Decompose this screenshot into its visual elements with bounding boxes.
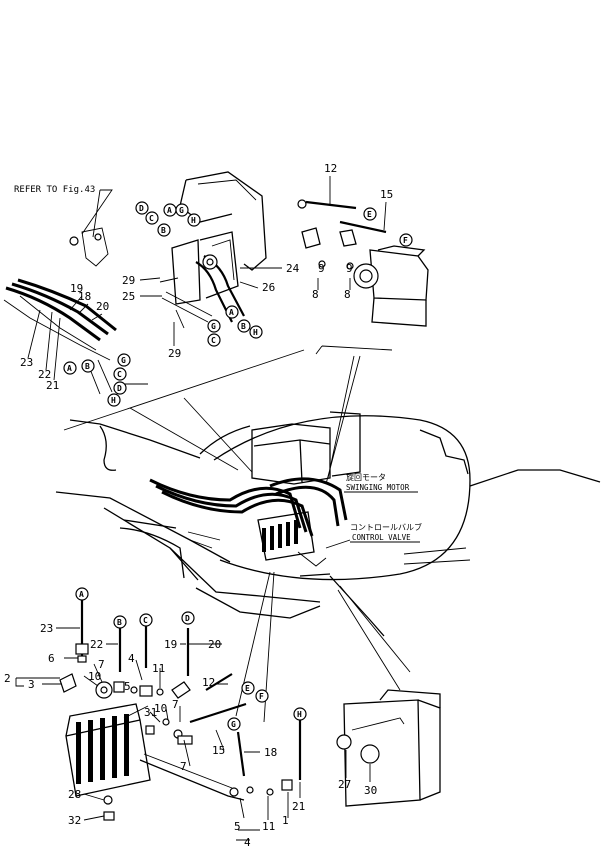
- callout-9-a: 9: [318, 262, 325, 275]
- svg-text:A: A: [229, 308, 234, 317]
- circle-h-lower: H: [297, 710, 302, 719]
- circle-d-lower: D: [185, 614, 190, 623]
- circle-b-lower: B: [117, 618, 122, 627]
- svg-text:H: H: [253, 328, 258, 337]
- callout-7-a: 7: [98, 658, 105, 671]
- callout-18-ul: 18: [78, 290, 91, 303]
- callout-10-b: 10: [154, 702, 167, 715]
- ul-circles: A B C G D H: [63, 353, 131, 407]
- callout-24: 24: [286, 262, 300, 275]
- svg-text:D: D: [139, 204, 144, 213]
- callout-23-ul: 23: [20, 356, 33, 369]
- callout-22-ul: 22: [38, 368, 51, 381]
- callout-20-ul: 20: [96, 300, 109, 313]
- callout-7-c: 7: [180, 760, 187, 773]
- circle-e-lower: E: [245, 684, 250, 693]
- callout-1: 1: [282, 814, 289, 827]
- lower-circles: A B C D E F G H: [75, 587, 307, 731]
- upper-mid-assembly: [159, 171, 282, 329]
- callout-29-bottom: 29: [168, 347, 181, 360]
- callout-15-top: 15: [380, 188, 393, 201]
- callout-3: 3: [28, 678, 35, 691]
- callout-8-b: 8: [344, 288, 351, 301]
- control-valve-en: CONTROL VALVE: [352, 533, 411, 542]
- um-circles: D C A G H B G A C B H: [135, 201, 263, 347]
- callout-29-top: 29: [122, 274, 135, 287]
- callout-5-a: 5: [124, 680, 131, 693]
- callout-11-b: 11: [262, 820, 275, 833]
- callout-22: 22: [90, 638, 103, 651]
- circle-g-ul: G: [121, 356, 126, 365]
- svg-text:E: E: [367, 210, 372, 219]
- svg-text:A: A: [167, 206, 172, 215]
- svg-text:G: G: [211, 322, 216, 331]
- ul-leaders: [27, 295, 103, 381]
- svg-text:C: C: [211, 336, 216, 345]
- callout-4-a: 4: [128, 652, 135, 665]
- ur-leaders: [317, 176, 387, 290]
- callout-2: 2: [4, 672, 11, 685]
- valve-underline: [325, 539, 420, 549]
- machine-body: [55, 345, 601, 637]
- svg-text:G: G: [179, 206, 184, 215]
- control-valve-jp: コントロールバルブ: [350, 522, 422, 532]
- svg-text:C: C: [149, 214, 154, 223]
- svg-text:B: B: [241, 322, 246, 331]
- callout-23: 23: [40, 622, 53, 635]
- callout-15: 15: [212, 744, 225, 757]
- callout-28: 28: [68, 788, 81, 801]
- callout-11-a: 11: [152, 662, 165, 675]
- refer-leader: [81, 189, 113, 238]
- swing-motor-jp: 旋回モータ: [346, 472, 386, 482]
- lower-parts: [59, 600, 441, 821]
- svg-text:H: H: [191, 216, 196, 225]
- svg-text:B: B: [161, 226, 166, 235]
- circle-b-ul: B: [85, 362, 90, 371]
- callout-21-ul: 21: [46, 379, 59, 392]
- callout-21: 21: [292, 800, 305, 813]
- callout-5-b: 5: [234, 820, 241, 833]
- callout-30: 30: [364, 784, 377, 797]
- callout-4-b: 4: [244, 836, 251, 848]
- callout-8-a: 8: [312, 288, 319, 301]
- circle-c-ul: C: [117, 370, 122, 379]
- circle-d-ul: D: [117, 384, 122, 393]
- um-leaders: [139, 277, 259, 346]
- callout-19-ul: 19: [70, 282, 83, 295]
- callout-27: 27: [338, 778, 351, 791]
- callout-26: 26: [262, 281, 275, 294]
- callout-12-top: 12: [324, 162, 337, 175]
- circle-c-lower: C: [143, 616, 148, 625]
- upper-right-motor: [297, 199, 429, 327]
- callout-7-b: 7: [172, 698, 179, 711]
- svg-text:F: F: [403, 236, 408, 245]
- callout-32: 32: [68, 814, 81, 827]
- right-cone: [337, 585, 411, 691]
- swing-motor-en: SWINGING MOTOR: [346, 483, 410, 492]
- circle-f-lower: F: [259, 692, 264, 701]
- callout-12: 12: [202, 676, 215, 689]
- circle-a-lower: A: [79, 590, 84, 599]
- callout-6: 6: [48, 652, 55, 665]
- lower-leaders: [15, 627, 371, 841]
- ur-circles: E F: [363, 207, 413, 247]
- callout-19: 19: [164, 638, 177, 651]
- refer-note: REFER TO Fig.43: [14, 185, 95, 195]
- callout-18: 18: [264, 746, 277, 759]
- callout-9-b: 9: [346, 262, 353, 275]
- callout-25: 25: [122, 290, 135, 303]
- circle-a-ul: A: [67, 364, 72, 373]
- circle-g-lower: G: [231, 720, 236, 729]
- circle-h-ul: H: [111, 396, 116, 405]
- callout-20: 20: [208, 638, 221, 651]
